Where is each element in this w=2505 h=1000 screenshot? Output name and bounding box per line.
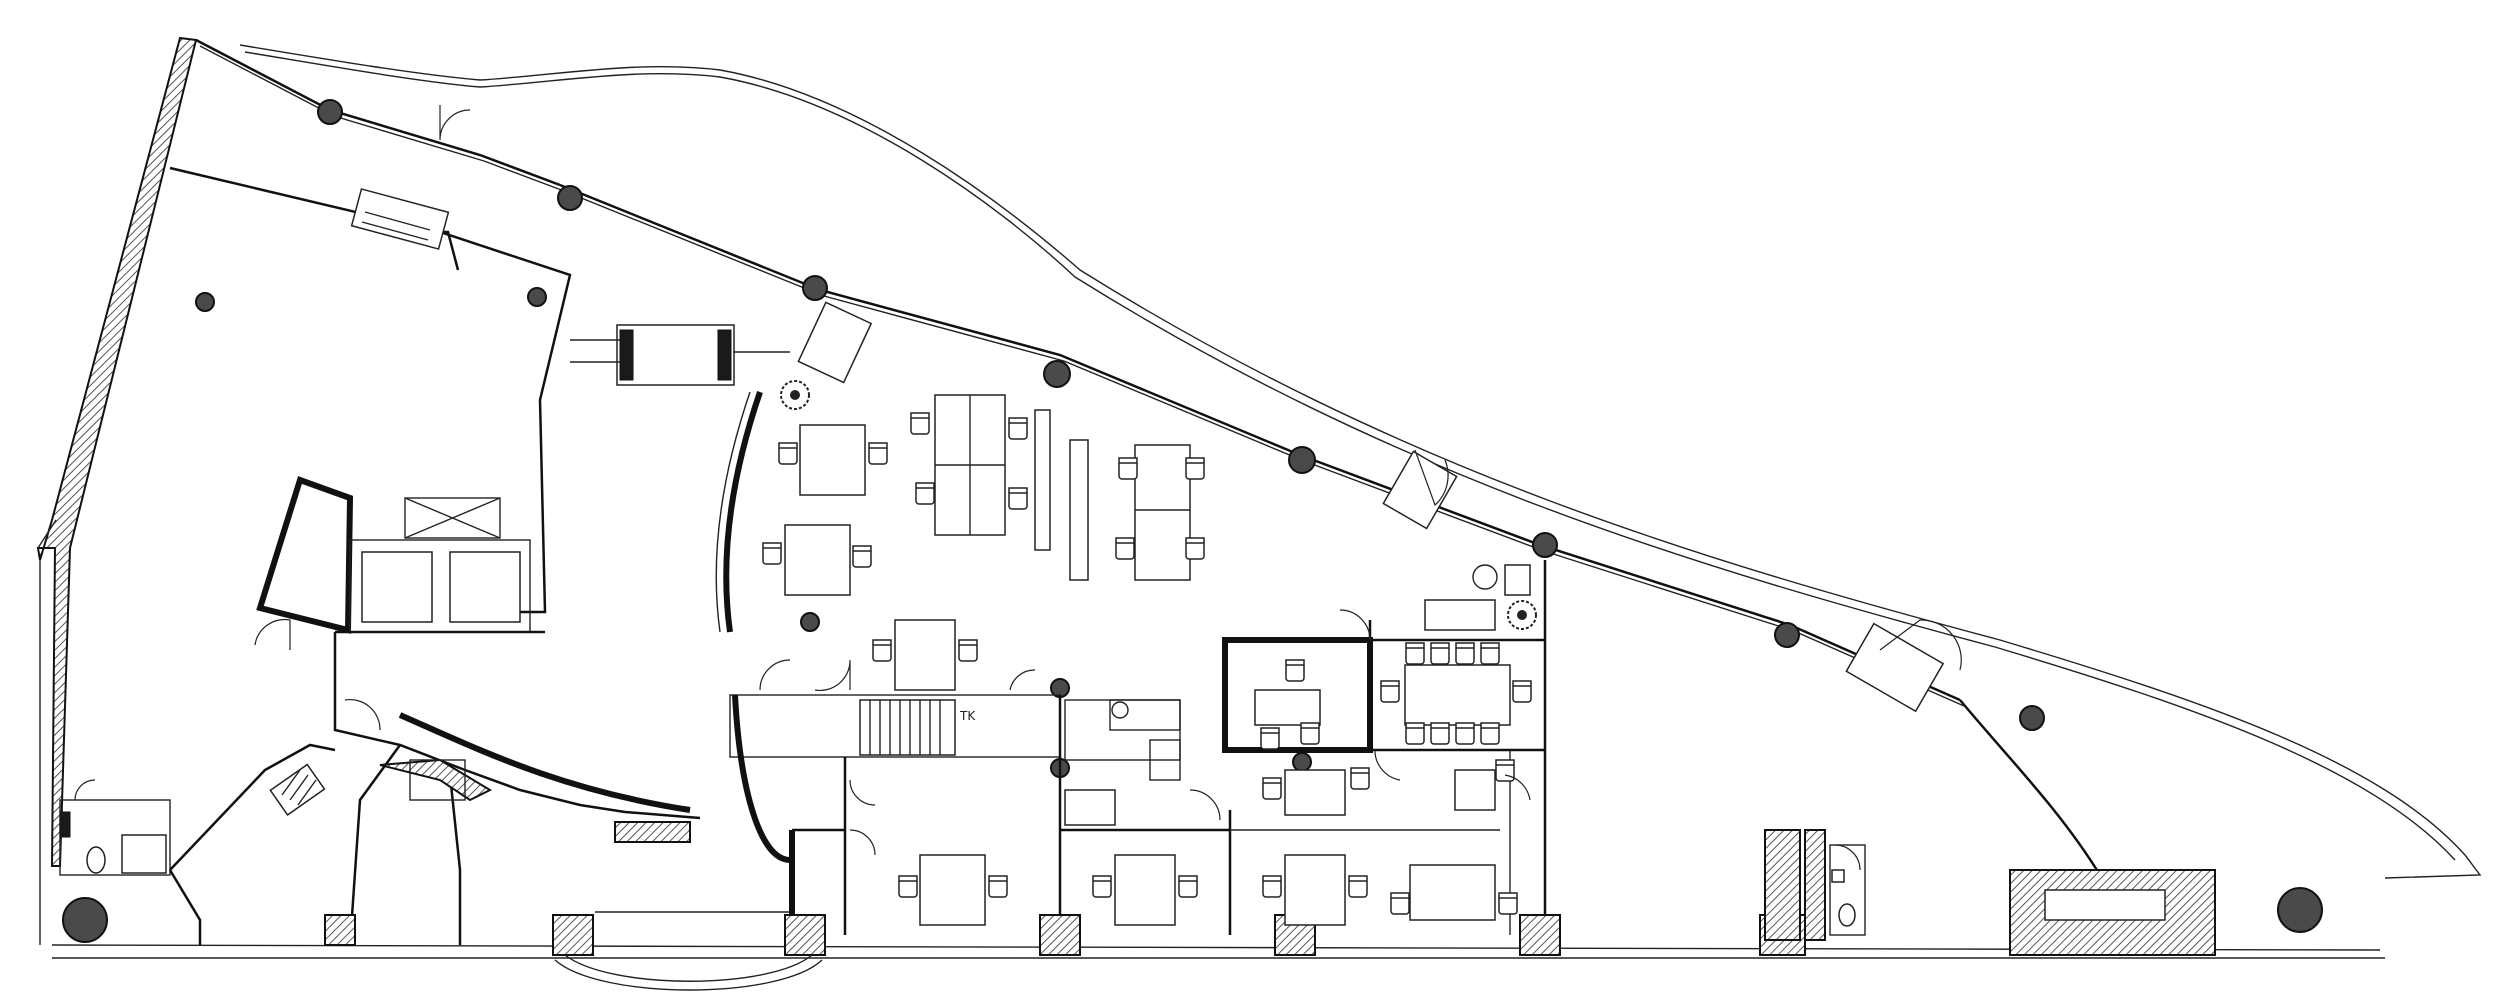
- column: [557, 185, 583, 211]
- column: [1043, 360, 1071, 388]
- column: [1774, 622, 1800, 648]
- stair-icon: [859, 699, 956, 756]
- bridge-structure: [616, 324, 735, 386]
- stair-treads: [869, 700, 941, 755]
- desk: [1284, 769, 1346, 816]
- workstations: [784, 301, 1945, 926]
- elevator-icon: [449, 551, 521, 623]
- desk: [1409, 864, 1496, 921]
- column: [2019, 705, 2045, 731]
- desk: [894, 619, 956, 691]
- columns: [62, 99, 2323, 943]
- desk: [1134, 444, 1191, 581]
- elevator-icon: [361, 551, 433, 623]
- stair-icon: [2044, 889, 2166, 921]
- west-wall: [36, 36, 2385, 959]
- stair-icon: [269, 763, 326, 816]
- pilasters: [324, 829, 2216, 956]
- column: [1292, 752, 1312, 772]
- restroom-east: [1829, 844, 1866, 936]
- sink-icon: [121, 834, 167, 874]
- sink-icon: [1831, 869, 1845, 883]
- restrooms-west: [59, 743, 691, 946]
- column: [317, 99, 343, 125]
- stair-label: TK: [959, 709, 976, 723]
- column: [1288, 446, 1316, 474]
- cabinet: [1845, 622, 1945, 713]
- column: [62, 897, 108, 943]
- desk: [784, 524, 851, 596]
- sofa: [1064, 789, 1116, 826]
- column: [2277, 887, 2323, 933]
- toilet-icon: [1838, 903, 1856, 927]
- wall-segment: [619, 329, 634, 381]
- sofa: [1424, 599, 1496, 631]
- terrace-outline: [239, 44, 2482, 879]
- offices: [1058, 560, 1547, 935]
- column: [1050, 678, 1070, 698]
- plant-icon: [780, 380, 1537, 630]
- core-walls: TK: [169, 166, 1061, 935]
- cabinet: [1382, 450, 1458, 530]
- entrance: [554, 911, 823, 991]
- column: [527, 287, 547, 307]
- doors: [74, 105, 1962, 871]
- desk: [1254, 689, 1321, 726]
- desk: [919, 854, 986, 926]
- desk: [1114, 854, 1176, 926]
- column: [195, 292, 215, 312]
- wall-segment: [717, 329, 732, 381]
- column: [1532, 532, 1558, 558]
- desk: [1284, 854, 1346, 926]
- conference-table: [1404, 664, 1511, 726]
- toilet-icon: [86, 846, 106, 874]
- desk: [1454, 769, 1496, 811]
- sofa: [797, 301, 873, 384]
- skylight: [350, 188, 450, 250]
- desk: [799, 424, 866, 496]
- column: [800, 612, 820, 632]
- column: [802, 275, 828, 301]
